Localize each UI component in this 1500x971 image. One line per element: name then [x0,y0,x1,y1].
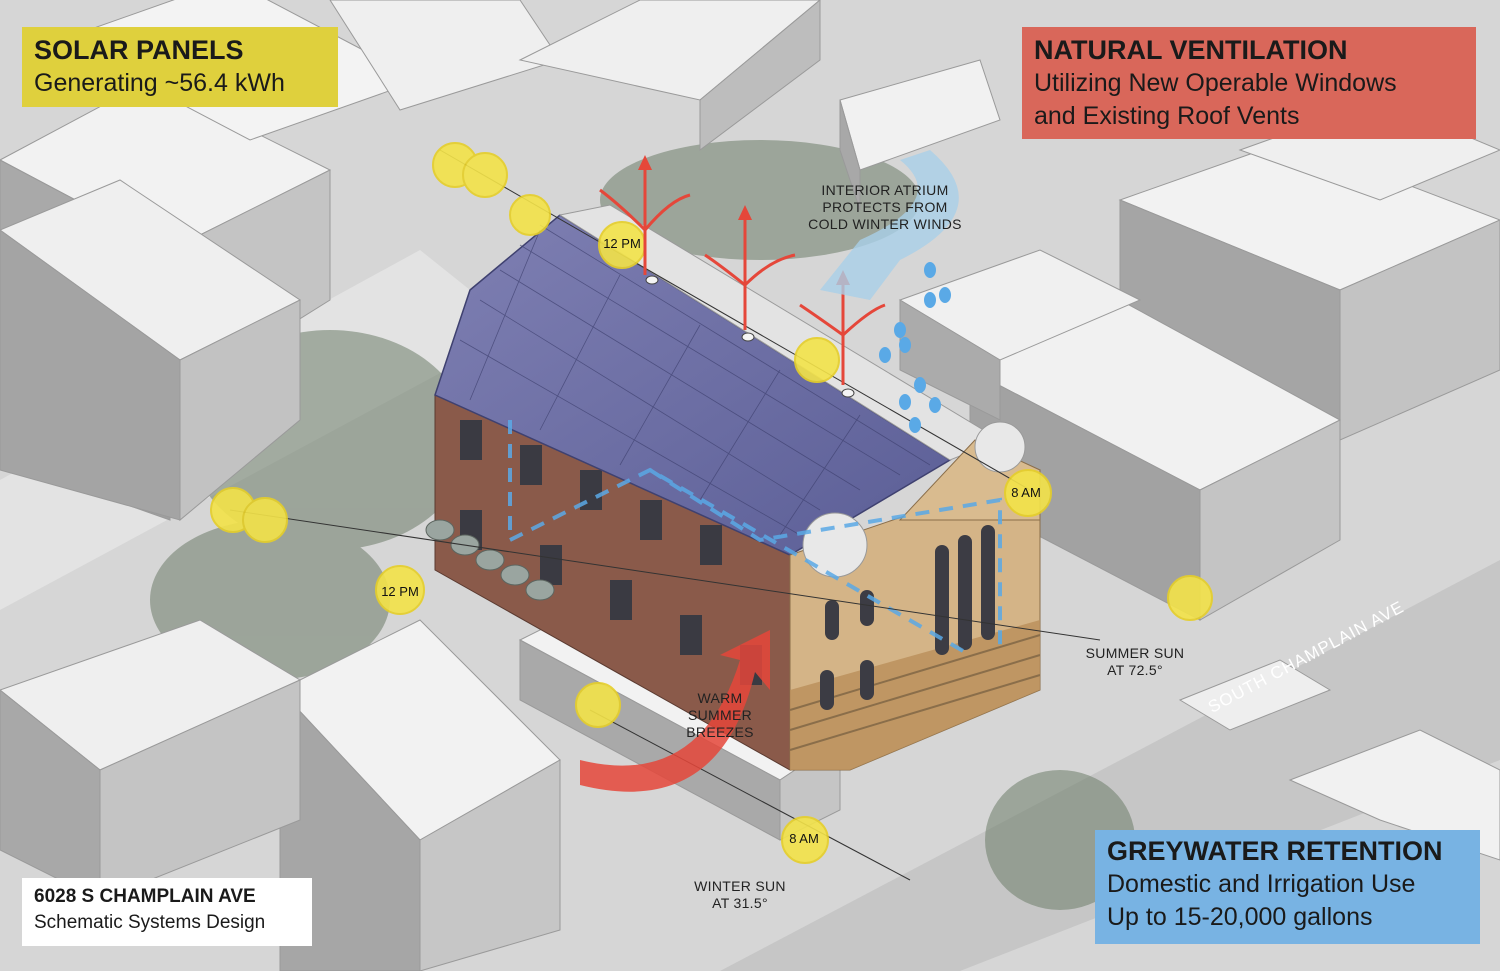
solar-line: Generating ~56.4 kWh [34,69,285,97]
winter-sun-annotation: WINTER SUN AT 31.5° [685,878,795,912]
ventilation-title: NATURAL VENTILATION [1034,35,1348,65]
winter-sun-line-2: AT 31.5° [712,895,768,911]
breezes-line-2: SUMMER [687,707,753,723]
summer-breeze-arrow [580,630,770,792]
sun-icon [1004,469,1052,517]
sun-icon [462,152,508,198]
greywater-pipes [508,420,1002,657]
sun-icon [794,337,840,383]
breezes-line-1: WARM [697,690,743,706]
suns [210,142,1213,864]
solar-panels-box: SOLAR PANELS Generating ~56.4 kWh [22,27,338,107]
summer-sun-annotation: SUMMER SUN AT 72.5° [1075,645,1195,679]
sun-icon [375,565,425,615]
sun-icon [242,497,288,543]
atrium-line-2: PROTECTS FROM [822,199,948,215]
atrium-line-3: COLD WINTER WINDS [808,216,962,232]
sun-time-noon-top: 12 PM [603,236,641,251]
address-title: 6028 S CHAMPLAIN AVE [34,886,256,907]
breezes-line-3: BREEZES [686,724,754,740]
water-drops [879,262,951,433]
sun-icon [781,816,829,864]
vent-arrows [599,165,886,385]
winter-sun-line-1: WINTER SUN [694,878,786,894]
greywater-retention-box: GREYWATER RETENTION Domestic and Irrigat… [1095,830,1480,944]
address-subtitle: Schematic Systems Design [34,912,266,933]
natural-ventilation-box: NATURAL VENTILATION Utilizing New Operab… [1022,27,1476,139]
address-box: 6028 S CHAMPLAIN AVE Schematic Systems D… [22,878,312,946]
sun-time-morning-bottom: 8 AM [789,831,819,846]
summer-sun-line-2: AT 72.5° [1107,662,1163,678]
ventilation-line-1: Utilizing New Operable Windows [1034,69,1397,97]
atrium-line-1: INTERIOR ATRIUM [821,182,949,198]
sun-time-morning-right: 8 AM [1011,485,1041,500]
greywater-title: GREYWATER RETENTION [1107,836,1443,866]
solar-title: SOLAR PANELS [34,35,244,65]
winter-wind-arrow [820,150,959,300]
sun-icon [509,194,551,236]
ventilation-line-2: and Existing Roof Vents [1034,102,1300,130]
greywater-line-2: Up to 15-20,000 gallons [1107,903,1373,931]
street-south-champlain [720,560,1500,971]
dome-right [974,421,1026,473]
atrium-annotation: INTERIOR ATRIUM PROTECTS FROM COLD WINTE… [790,182,980,233]
main-building [425,204,1041,771]
breezes-annotation: WARM SUMMER BREEZES [660,690,780,741]
sun-icon [575,682,621,728]
summer-sun-line-1: SUMMER SUN [1085,645,1185,661]
sun-time-noon-left: 12 PM [381,584,419,599]
greywater-line-1: Domestic and Irrigation Use [1107,870,1416,898]
sun-icon [1167,575,1213,621]
